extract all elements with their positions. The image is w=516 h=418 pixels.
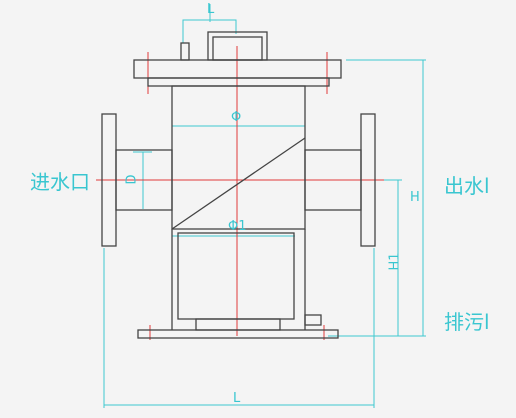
inlet-flange bbox=[101, 113, 117, 247]
inlet-label: 进水口 bbox=[30, 170, 90, 194]
outlet-flange bbox=[360, 113, 376, 247]
diagonal-screen bbox=[171, 137, 306, 230]
lower-chamber bbox=[177, 232, 295, 320]
main-cylinder bbox=[171, 85, 306, 230]
drain-label: 排污l bbox=[444, 310, 490, 334]
diameter-label: Φ bbox=[231, 110, 242, 125]
height1-label: H1 bbox=[387, 252, 403, 271]
bottom-base-upper bbox=[195, 318, 281, 331]
top-dim-label: L bbox=[207, 2, 215, 17]
filter-body bbox=[101, 31, 376, 339]
diameter1-label: Φ1 bbox=[228, 219, 247, 234]
top-flange-lower bbox=[147, 77, 330, 87]
drain-nozzle bbox=[304, 314, 322, 326]
center-lines bbox=[96, 46, 384, 340]
outlet-label: 出水l bbox=[444, 174, 490, 198]
top-nozzle bbox=[180, 42, 190, 61]
length-label: L bbox=[233, 391, 241, 406]
pipe-dim-label: D bbox=[124, 174, 140, 185]
height-label: H bbox=[410, 190, 420, 205]
bottom-plate bbox=[137, 329, 339, 339]
dimension-lines bbox=[103, 4, 426, 408]
